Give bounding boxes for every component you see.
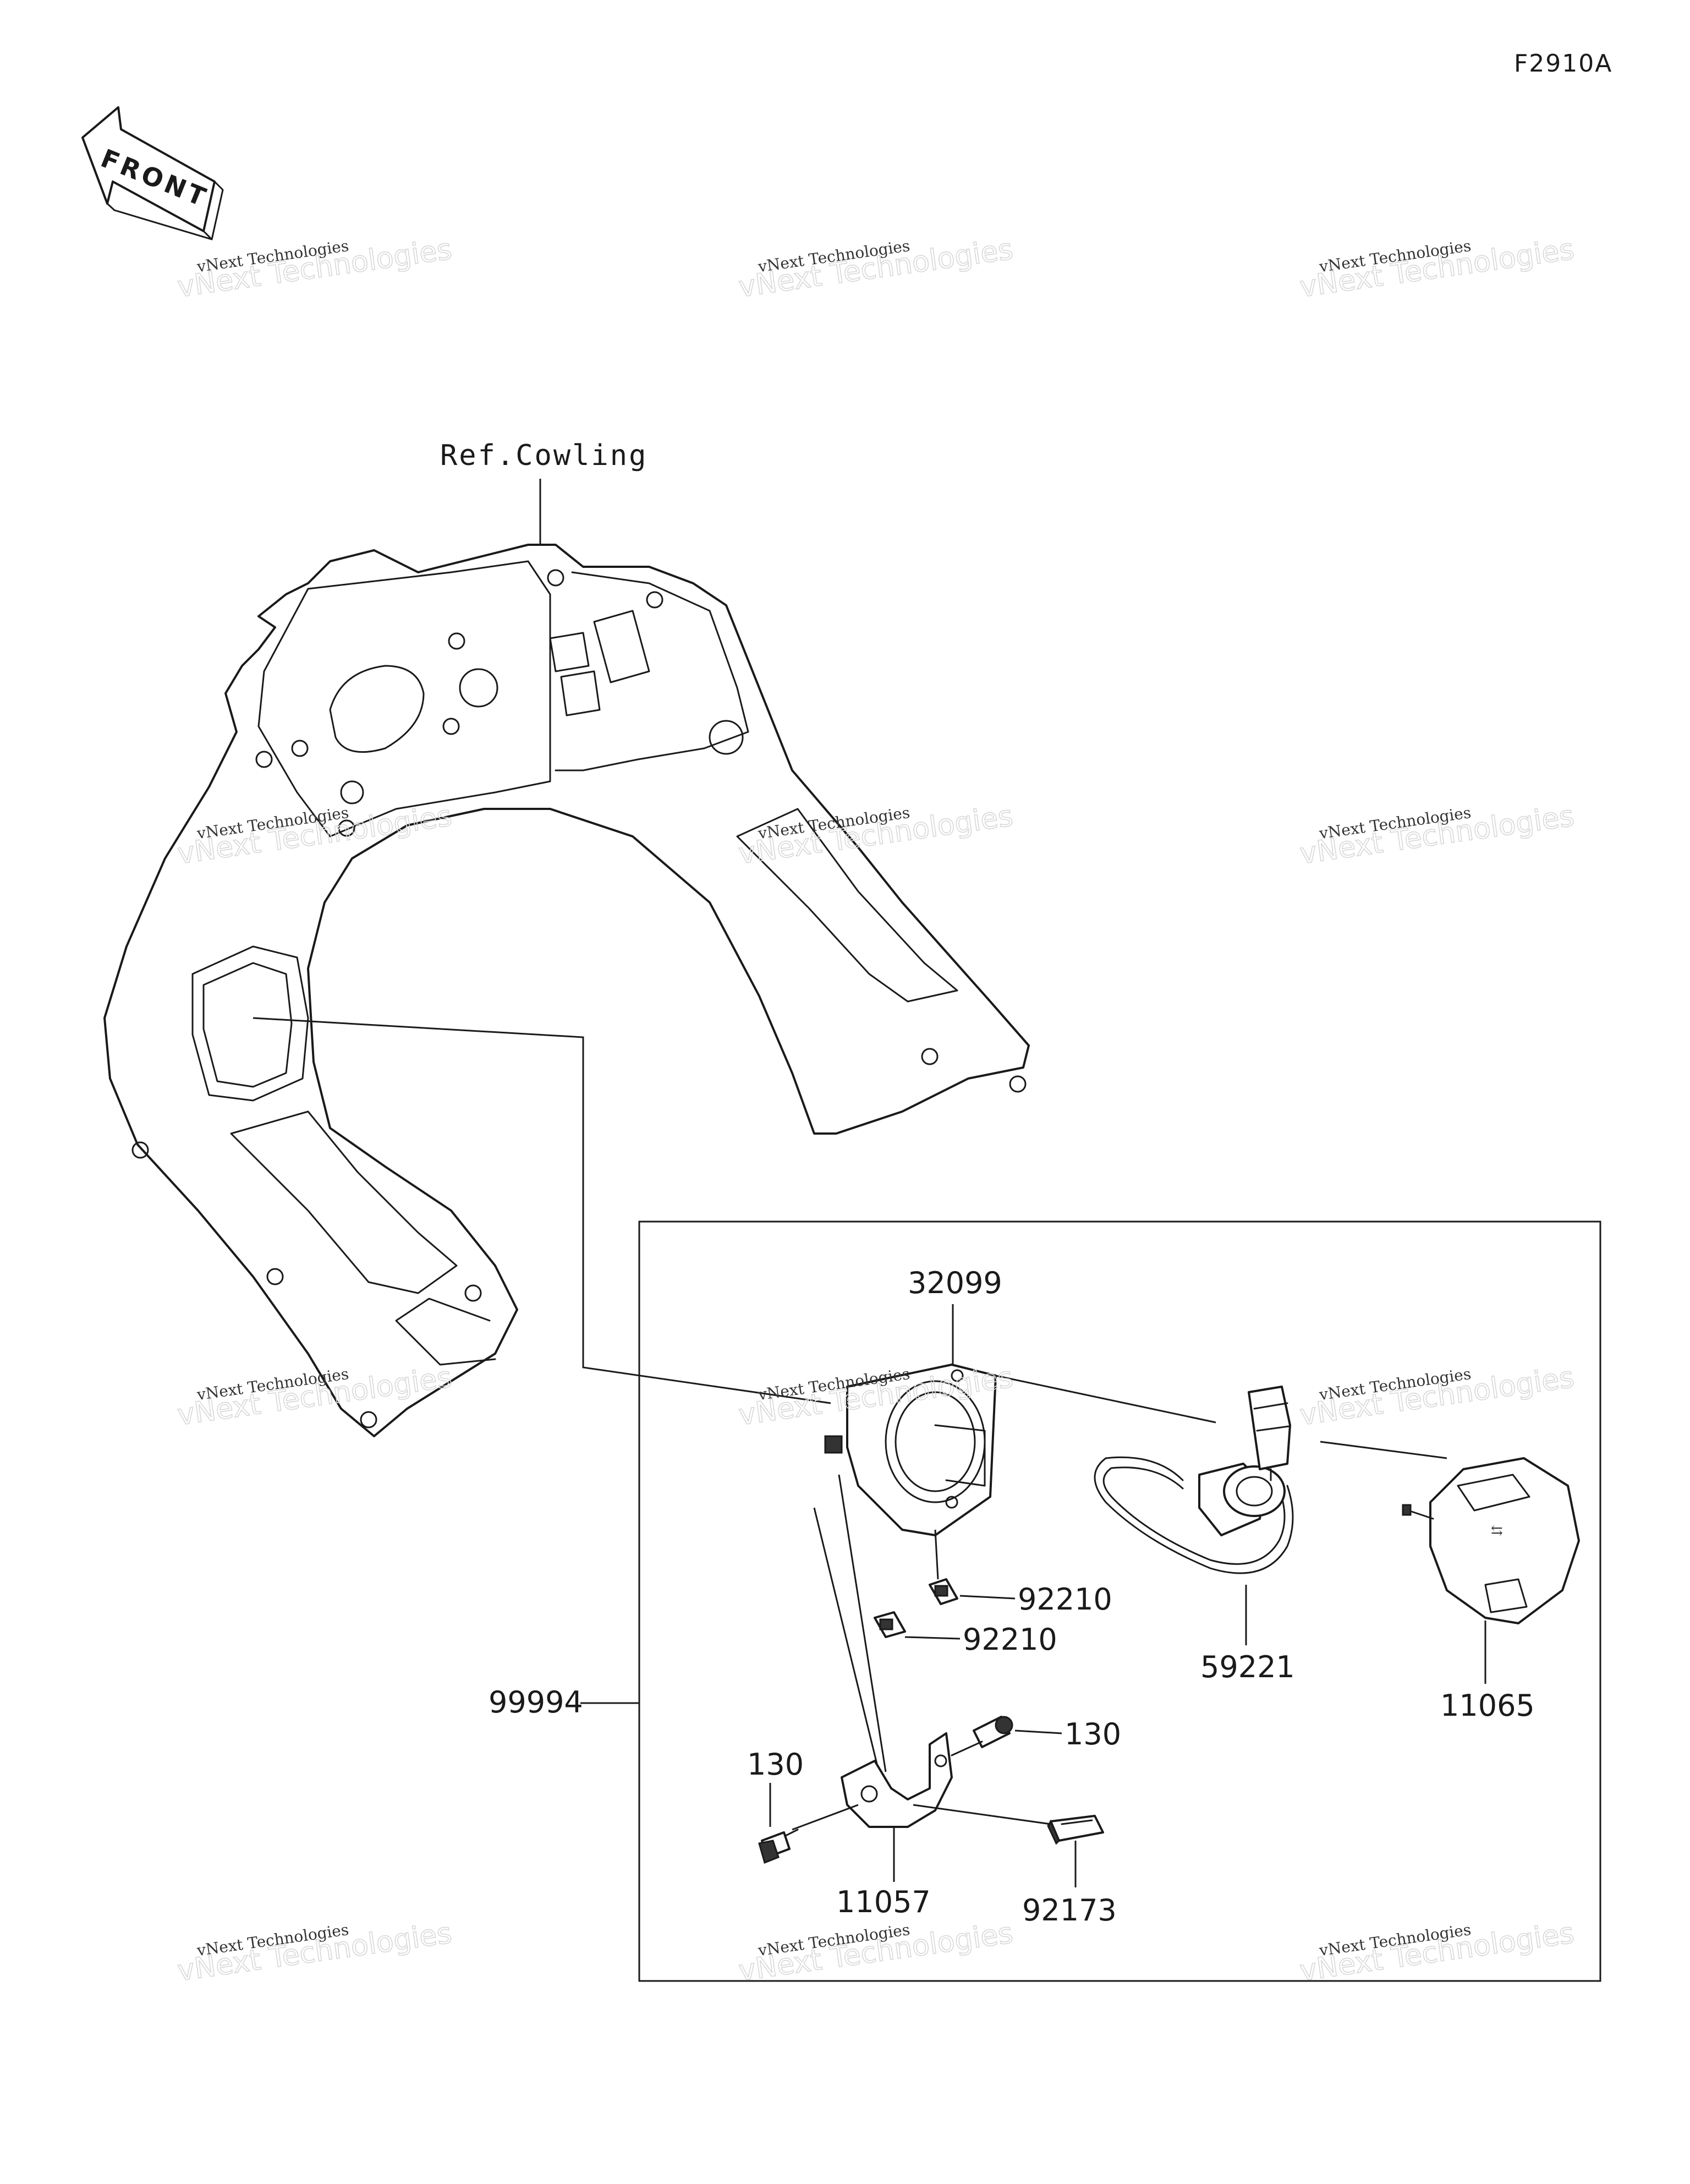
- part-label-11057: 11057: [836, 1885, 931, 1919]
- mounting-bracket: [841, 1732, 953, 1828]
- holder-to-bracket-leader-2: [813, 1507, 881, 1778]
- part-label-130-lower: 130: [747, 1747, 804, 1782]
- cowling-to-kit-leader: [253, 1017, 831, 1404]
- holder-to-bracket-leader: [838, 1474, 887, 1772]
- part-label-59221: 59221: [1200, 1650, 1295, 1684]
- part-label-11065: 11065: [1440, 1688, 1535, 1723]
- front-direction-arrow-icon: FRONT: [81, 106, 224, 240]
- leader-130-upper: [1014, 1729, 1062, 1734]
- bolt-130-upper: [951, 1716, 1013, 1756]
- ref-cowling-label: Ref.Cowling: [440, 439, 648, 472]
- part-label-32099: 32099: [908, 1266, 1002, 1300]
- holder-to-socket-leader: [995, 1375, 1216, 1424]
- inner-cowling: [103, 544, 1030, 1437]
- bolt-lower-to-bracket-leader: [792, 1804, 859, 1831]
- part-label-99994: 99994: [489, 1685, 583, 1720]
- part-label-130-upper: 130: [1065, 1717, 1121, 1751]
- leader-holder-to-nut-upper: [934, 1529, 939, 1580]
- clip-nut-lower: [874, 1611, 906, 1638]
- accessory-kit-frame: [638, 1220, 1601, 1982]
- socket-to-cover-leader: [1320, 1441, 1447, 1459]
- socket-holder: [824, 1364, 997, 1536]
- leader-92210-upper: [959, 1595, 1016, 1600]
- bolt-130-lower: [758, 1829, 799, 1864]
- usb-socket-harness: [1094, 1386, 1294, 1574]
- clip-92173: [1047, 1815, 1104, 1845]
- part-label-92210-upper: 92210: [1018, 1582, 1112, 1617]
- usb-logo-icon: ⇆: [1491, 1523, 1503, 1539]
- leader-92210-lower: [904, 1636, 961, 1640]
- diagram-code: F2910A: [1514, 50, 1612, 78]
- part-label-92210-lower: 92210: [963, 1622, 1057, 1657]
- clip-to-bracket-leader: [913, 1804, 1051, 1825]
- clip-nut-upper: [929, 1578, 958, 1605]
- usb-cover: ⇆: [1402, 1457, 1580, 1624]
- part-label-92173: 92173: [1022, 1893, 1117, 1928]
